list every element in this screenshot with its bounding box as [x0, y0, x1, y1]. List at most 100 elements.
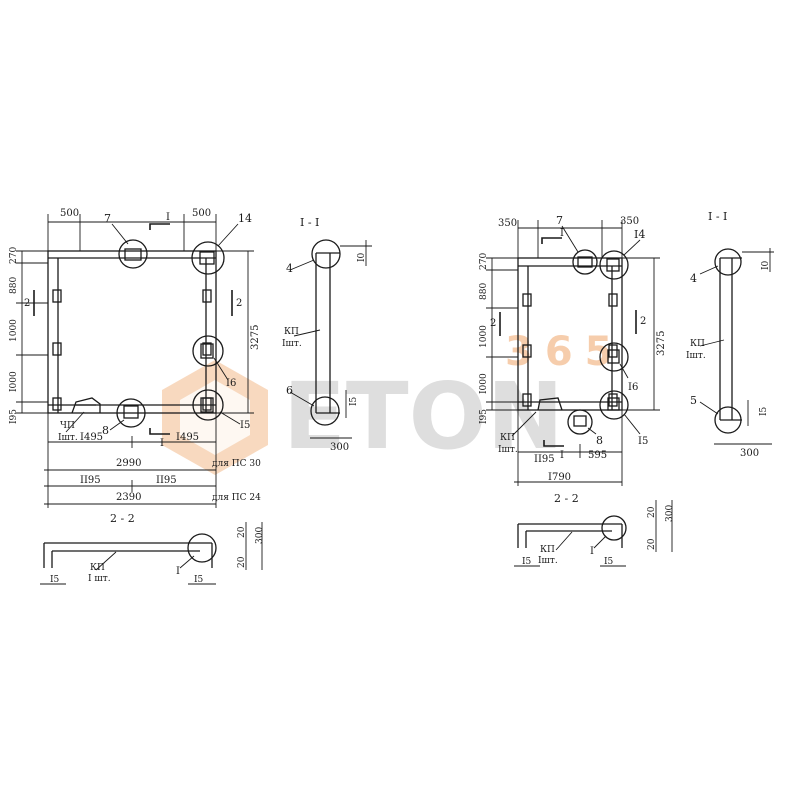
right-cut-mark-bottom	[543, 440, 564, 447]
right-section-2-2-labels: 2 - 2 КП Iшт. I I5 I5 20 20 300	[522, 492, 675, 567]
left-vdim-i000: I000	[9, 371, 19, 392]
right-vdim-1000: 1000	[479, 325, 489, 348]
right-s22-leader-1	[593, 535, 607, 549]
left-callout-circle-8	[116, 398, 146, 428]
left-section-1-1-labels: I - I 4 6 КП Iшт. 300 I0 I5	[282, 216, 367, 453]
right-callout-circle-8	[567, 409, 593, 435]
right-s11-width: 300	[740, 448, 759, 459]
right-s11-leader-kp	[699, 339, 725, 347]
right-callout-detail	[607, 349, 620, 364]
left-bottom-label-30: для ПС 30	[212, 459, 261, 469]
right-s11-title: I - I	[708, 210, 727, 223]
right-s22-d300: 300	[665, 505, 675, 522]
left-callout-circle-7	[118, 239, 148, 269]
left-lug	[52, 342, 62, 356]
left-section-2-2	[40, 522, 263, 585]
right-leader-8	[587, 427, 597, 435]
right-s22-leader-kp	[555, 531, 573, 551]
left-s11-kp-code: КП	[284, 327, 299, 337]
right-dim-top-a: 350	[498, 218, 517, 229]
right-lug	[608, 393, 618, 407]
right-lug	[522, 293, 532, 307]
left-s22-d300: 300	[255, 527, 265, 544]
right-callout-circle-14	[599, 250, 629, 280]
left-bottom-part	[71, 397, 101, 414]
left-bottom-full-30: 2990	[116, 458, 141, 469]
right-leader-16	[619, 363, 629, 379]
right-bottom-full: I790	[548, 472, 571, 483]
left-callout-detail	[124, 248, 142, 261]
left-s11-callout-6	[310, 396, 340, 426]
left-vdim-1000: 1000	[9, 319, 19, 342]
left-callout-15: I5	[240, 420, 250, 431]
left-s22-title: 2 - 2	[110, 512, 135, 525]
right-callout-detail	[577, 256, 593, 268]
right-callout-7: 7	[556, 214, 563, 227]
right-s11-leader-4	[699, 265, 719, 275]
right-s22-c1: I	[590, 546, 594, 557]
watermark-brand: ETON	[283, 363, 564, 470]
left-s11-c4: 4	[286, 262, 293, 275]
right-s11-c4: 4	[690, 272, 697, 285]
left-s11-title: I - I	[300, 216, 319, 229]
right-callout-8: 8	[596, 434, 603, 447]
right-dim-top-b: 350	[620, 216, 639, 227]
right-callout-circle-15	[599, 390, 629, 420]
left-s11-c6: 6	[286, 384, 293, 397]
left-lug	[52, 289, 62, 303]
right-vdim-880: 880	[479, 283, 489, 300]
left-height-dim: 3275	[250, 325, 261, 350]
right-bottom-part	[537, 397, 563, 411]
right-section-mark-bottom: I	[560, 450, 564, 461]
left-callout-circle-14	[191, 241, 225, 275]
left-leader-15	[219, 411, 241, 425]
right-callout-detail	[607, 397, 620, 411]
right-callout-detail	[573, 415, 587, 427]
right-callout-16: I6	[628, 382, 638, 393]
right-callout-15: I5	[638, 436, 648, 447]
right-section-mark-top: I	[560, 228, 564, 239]
left-callout-circle-16	[192, 335, 224, 367]
left-s22-d20a: 20	[237, 526, 247, 538]
left-callout-14: 14	[238, 212, 252, 225]
left-vdim-270: 270	[9, 247, 19, 264]
left-arrow-num-left: 2	[24, 298, 30, 309]
right-s22-d15a: I5	[522, 557, 532, 567]
right-s11-d10: I0	[761, 260, 771, 270]
left-bottom-full-24: 2390	[116, 492, 141, 503]
left-kp-code: ЧП	[60, 421, 75, 431]
left-lug	[202, 342, 212, 356]
left-vdim-i95: I95	[9, 409, 19, 424]
left-leader-kp	[65, 411, 85, 433]
left-callout-detail	[200, 397, 214, 413]
right-s11-callout-5	[714, 406, 742, 434]
right-kp-qty: Iшт.	[498, 445, 518, 455]
left-callout-detail	[200, 343, 214, 359]
left-leader-8	[109, 419, 125, 431]
left-s11-leader-4	[289, 259, 315, 271]
left-s22-leader-1	[179, 555, 195, 569]
left-cut-mark-top	[149, 223, 170, 230]
left-section-mark-bottom: I	[160, 438, 164, 449]
right-leader-14	[623, 239, 641, 256]
right-arrow-num-left: 2	[490, 318, 496, 329]
right-s22-title: 2 - 2	[554, 492, 579, 505]
right-s11-callout-4	[714, 248, 742, 276]
right-bottom-half-a: II95	[534, 454, 555, 465]
right-leader-15	[623, 413, 641, 435]
right-s22-kp-qty: Iшт.	[538, 556, 558, 566]
left-section-1-1	[289, 239, 372, 439]
left-section-2-2-labels: 2 - 2 КП I шт. I I5 I5 20 20 300	[50, 512, 265, 585]
left-s22-d15b: I5	[194, 575, 204, 585]
left-s22-callout-1	[187, 533, 217, 563]
left-callout-7: 7	[104, 212, 111, 225]
left-leader-14	[217, 223, 239, 247]
right-s22-kp-code: КП	[540, 545, 555, 555]
left-callout-16: I6	[226, 378, 236, 389]
right-s11-leader-5	[699, 401, 719, 415]
right-section-1-1-labels: I - I 4 5 КП Iшт. 300 I0 I5	[686, 210, 771, 459]
left-s22-kp-qty: I шт.	[88, 574, 111, 584]
left-section-mark-top: I	[166, 212, 170, 223]
left-s11-kp-qty: Iшт.	[282, 339, 302, 349]
